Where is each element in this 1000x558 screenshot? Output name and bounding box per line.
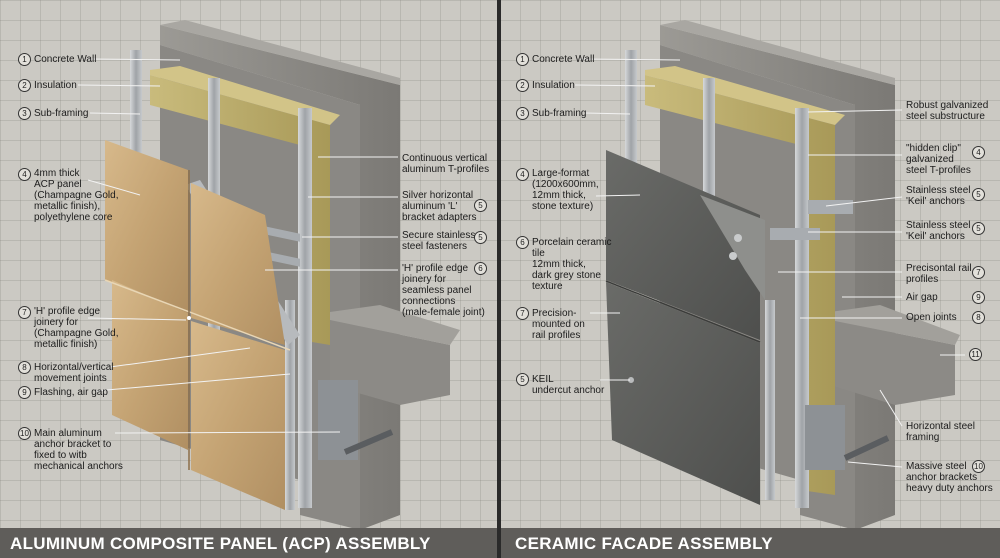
badge-d5b: 5 (972, 222, 985, 235)
profile-right-1 (625, 50, 637, 170)
label-hidden-clip: "hidden clip" galvanized steel T-profile… (906, 143, 971, 176)
badge-l4: 4 (18, 168, 31, 181)
badge-d11: 11 (969, 348, 982, 361)
acp-panel-4 (191, 321, 285, 510)
label-rail-profiles: Precisontal rail profiles (906, 263, 972, 285)
keil-clip-2 (770, 228, 820, 240)
badge-c3: 3 (516, 107, 529, 120)
concrete-wall-top-left (160, 20, 400, 85)
label-flashing: Flashing, air gap (34, 387, 108, 398)
badge-l7: 7 (18, 306, 31, 319)
badge-l10: 10 (18, 427, 31, 440)
concrete-wall-right (660, 25, 895, 530)
profile-right-4 (765, 300, 775, 500)
label-subframing-left: Sub-framing (34, 108, 89, 119)
steel-bracket-right (805, 405, 845, 470)
badge-c4: 4 (516, 168, 529, 181)
concrete-slab-top-right (830, 305, 960, 345)
profile-right-2 (703, 78, 715, 198)
profile-left-3 (298, 108, 312, 508)
badge-d8: 8 (972, 311, 985, 324)
label-open-joints: Open joints (906, 312, 957, 323)
footer-left: ALUMINUM COMPOSITE PANEL (ACP) ASSEMBLY (0, 528, 497, 558)
badge-c7: 7 (516, 307, 529, 320)
label-h-profile-joinery: 'H' profile edge joinery for seamless pa… (402, 263, 485, 318)
title-ceramic-assembly: CERAMIC FACADE ASSEMBLY (515, 534, 773, 553)
badge-c1: 1 (516, 53, 529, 66)
badge-d5a: 5 (972, 188, 985, 201)
tile-joint (605, 280, 761, 343)
concrete-wall-top-right (660, 20, 895, 85)
concrete-slab-left (330, 320, 450, 405)
keil-anchor-visible (628, 377, 634, 383)
label-insulation-right: Insulation (532, 80, 575, 91)
label-subframing-right: Sub-framing (532, 108, 587, 119)
profile-left-4 (285, 300, 295, 510)
label-precision-mounted: Precision- mounted on rail profiles (532, 308, 585, 341)
label-keil-anchors-2: Stainless steel 'Keil' anchors (906, 220, 971, 242)
acp-panel-3 (112, 280, 188, 450)
label-acp-panel: 4mm thick ACP panel (Champagne Gold, met… (34, 168, 119, 223)
concrete-wall-left (160, 25, 400, 530)
badge-d7: 7 (972, 266, 985, 279)
label-massive-brackets: Massive steel anchor brackets heavy duty… (906, 461, 993, 494)
badge-d4: 4 (972, 146, 985, 159)
label-h-profile-left: 'H' profile edge joinery for (Champagne … (34, 306, 119, 350)
label-air-gap: Air gap (906, 292, 938, 303)
badge-c5: 5 (516, 373, 529, 386)
keil-clip-1 (808, 200, 853, 214)
concrete-slab-top-left (330, 305, 460, 345)
badge-r5a: 5 (474, 199, 487, 212)
badge-c2: 2 (516, 79, 529, 92)
label-galvanized-substructure: Robust galvanized steel substructure (906, 100, 989, 122)
badge-d10: 10 (972, 460, 985, 473)
label-insulation-left: Insulation (34, 80, 77, 91)
label-large-format: Large-format (1200x600mm, 12mm thick, st… (532, 168, 599, 212)
concrete-slab-right (830, 320, 955, 405)
movement-joint-h (104, 279, 291, 351)
badge-l8: 8 (18, 361, 31, 374)
label-keil-anchors-1: Stainless steel 'Keil' anchors (906, 185, 971, 207)
joint-node (187, 316, 191, 320)
label-keil-undercut: KEIL undercut anchor (532, 374, 605, 396)
label-anchor-bracket-left: Main aluminum anchor bracket to fixed to… (34, 428, 123, 472)
label-concrete-wall-right: Concrete Wall (532, 54, 595, 65)
label-porcelain-tile: Porcelain ceramic tile 12mm thick, dark … (532, 237, 612, 292)
badge-l1: 1 (18, 53, 31, 66)
acp-panel-2 (191, 183, 285, 345)
ceramic-tile-2 (606, 282, 760, 505)
acp-assembly-art (104, 20, 460, 530)
badge-d9: 9 (972, 291, 985, 304)
keil-anchor-2 (729, 252, 737, 260)
anchor-bolt-right (843, 435, 890, 461)
badge-l3: 3 (18, 107, 31, 120)
badge-l9: 9 (18, 386, 31, 399)
badge-r5b: 5 (474, 231, 487, 244)
anchor-bolt-left (343, 429, 394, 455)
insulation-top-left (150, 66, 340, 125)
badge-l2: 2 (18, 79, 31, 92)
ceramic-tile-1 (606, 150, 760, 340)
leader-lines (77, 58, 965, 468)
title-acp-assembly: ALUMINUM COMPOSITE PANEL (ACP) ASSEMBLY (10, 534, 431, 553)
ceramic-assembly-art (605, 20, 960, 530)
panel-divider (497, 0, 501, 558)
acp-panel-1 (105, 140, 188, 313)
label-horizontal-framing: Horizontal steel framing (906, 421, 975, 443)
footer-right: CERAMIC FACADE ASSEMBLY (501, 528, 1000, 558)
label-movement-joints: Horizontal/vertical movement joints (34, 362, 114, 384)
keil-anchor-1 (734, 234, 742, 242)
label-t-profiles: Continuous vertical aluminum T-profiles (402, 153, 490, 175)
badge-c6: 6 (516, 236, 529, 249)
tile-cutaway (700, 195, 765, 300)
label-l-brackets: Silver horizontal aluminum 'L' bracket a… (402, 190, 477, 223)
label-concrete-wall-left: Concrete Wall (34, 54, 97, 65)
label-fasteners: Secure stainless steel fasteners (402, 230, 476, 252)
badge-r6: 6 (474, 262, 487, 275)
